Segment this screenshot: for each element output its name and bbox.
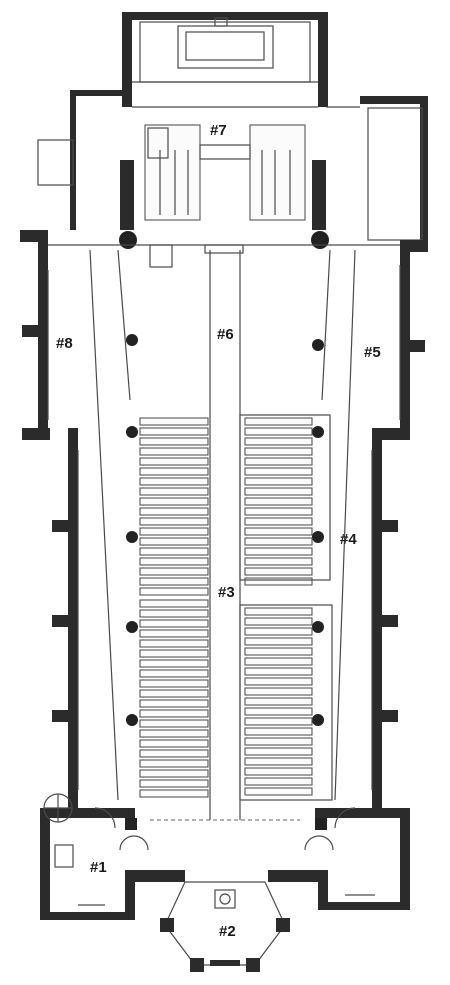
pew-row-right — [244, 767, 313, 776]
pew-row-right — [244, 627, 313, 636]
pew-row-right — [244, 467, 313, 476]
pew-row-left — [139, 699, 209, 708]
pew-row-left — [139, 537, 209, 546]
pew-blocks — [139, 414, 333, 801]
pew-row-left — [139, 467, 209, 476]
pew-row-right — [244, 607, 313, 616]
pew-row-left — [139, 609, 209, 618]
pew-row-right — [244, 777, 313, 786]
nave-walls — [20, 230, 428, 808]
pew-row-left — [139, 497, 209, 506]
label-area-7: #7 — [210, 122, 227, 139]
pew-row-left — [139, 507, 209, 516]
label-area-3: #3 — [218, 584, 235, 601]
pew-row-right — [244, 537, 313, 546]
pew-row-right — [244, 697, 313, 706]
pew-row-right — [244, 447, 313, 456]
pew-row-left — [139, 427, 209, 436]
pew-row-left — [139, 709, 209, 718]
pew-row-left — [139, 417, 209, 426]
pew-row-right — [244, 417, 313, 426]
label-area-5: #5 — [364, 344, 381, 361]
label-area-2: #2 — [219, 923, 236, 940]
label-area-1: #1 — [90, 859, 107, 876]
pew-row-left — [139, 759, 209, 768]
pew-row-left — [139, 619, 209, 628]
pew-row-right — [244, 737, 313, 746]
pew-row-left — [139, 527, 209, 536]
pew-block-outline — [239, 604, 333, 801]
nave-pillars — [126, 334, 324, 726]
pew-row-right — [244, 527, 313, 536]
pew-row-right — [244, 727, 313, 736]
pew-row-right — [244, 657, 313, 666]
pew-row-right — [244, 667, 313, 676]
pew-row-right — [244, 497, 313, 506]
pew-row-left — [139, 789, 209, 798]
label-area-4: #4 — [340, 531, 357, 548]
pew-row-left — [139, 477, 209, 486]
label-area-6: #6 — [217, 326, 234, 343]
pew-row-left — [139, 517, 209, 526]
pew-row-right — [244, 717, 313, 726]
pew-row-left — [139, 679, 209, 688]
pew-row-left — [139, 769, 209, 778]
pew-row-right — [244, 547, 313, 556]
pew-block-outline — [239, 414, 331, 581]
pew-row-left — [139, 547, 209, 556]
pew-row-left — [139, 447, 209, 456]
pew-row-right — [244, 487, 313, 496]
pew-row-right — [244, 757, 313, 766]
pew-row-left — [139, 739, 209, 748]
pew-row-right — [244, 557, 313, 566]
pew-row-right — [244, 577, 313, 586]
pew-row-left — [139, 779, 209, 788]
pew-row-right — [244, 647, 313, 656]
pew-row-right — [244, 427, 313, 436]
pew-row-right — [244, 677, 313, 686]
label-area-8: #8 — [56, 335, 73, 352]
pew-row-left — [139, 639, 209, 648]
pew-row-right — [244, 437, 313, 446]
pew-row-right — [244, 517, 313, 526]
pew-row-right — [244, 567, 313, 576]
pew-row-right — [244, 477, 313, 486]
pew-row-left — [139, 437, 209, 446]
pew-row-right — [244, 707, 313, 716]
pew-row-right — [244, 457, 313, 466]
pew-row-left — [139, 599, 209, 608]
baptistery — [160, 881, 290, 972]
pew-row-left — [139, 659, 209, 668]
pew-row-right — [244, 687, 313, 696]
pew-row-left — [139, 719, 209, 728]
pew-row-left — [139, 729, 209, 738]
chancel — [122, 12, 328, 108]
pew-row-right — [244, 507, 313, 516]
pew-row-left — [139, 689, 209, 698]
pew-row-left — [139, 557, 209, 566]
pew-row-left — [139, 669, 209, 678]
pew-row-right — [244, 747, 313, 756]
pew-row-left — [139, 457, 209, 466]
area-labels: #1 #2 #3 #4 #5 #6 #7 #8 — [56, 122, 381, 940]
pew-row-left — [139, 567, 209, 576]
pew-row-right — [244, 787, 313, 796]
pew-row-right — [244, 617, 313, 626]
pew-row-right — [244, 637, 313, 646]
pew-row-left — [139, 649, 209, 658]
choir — [37, 90, 428, 249]
pew-row-left — [139, 587, 209, 596]
pew-row-left — [139, 749, 209, 758]
pew-row-left — [139, 577, 209, 586]
pew-row-left — [139, 487, 209, 496]
narthex — [40, 793, 410, 920]
pew-row-left — [139, 629, 209, 638]
